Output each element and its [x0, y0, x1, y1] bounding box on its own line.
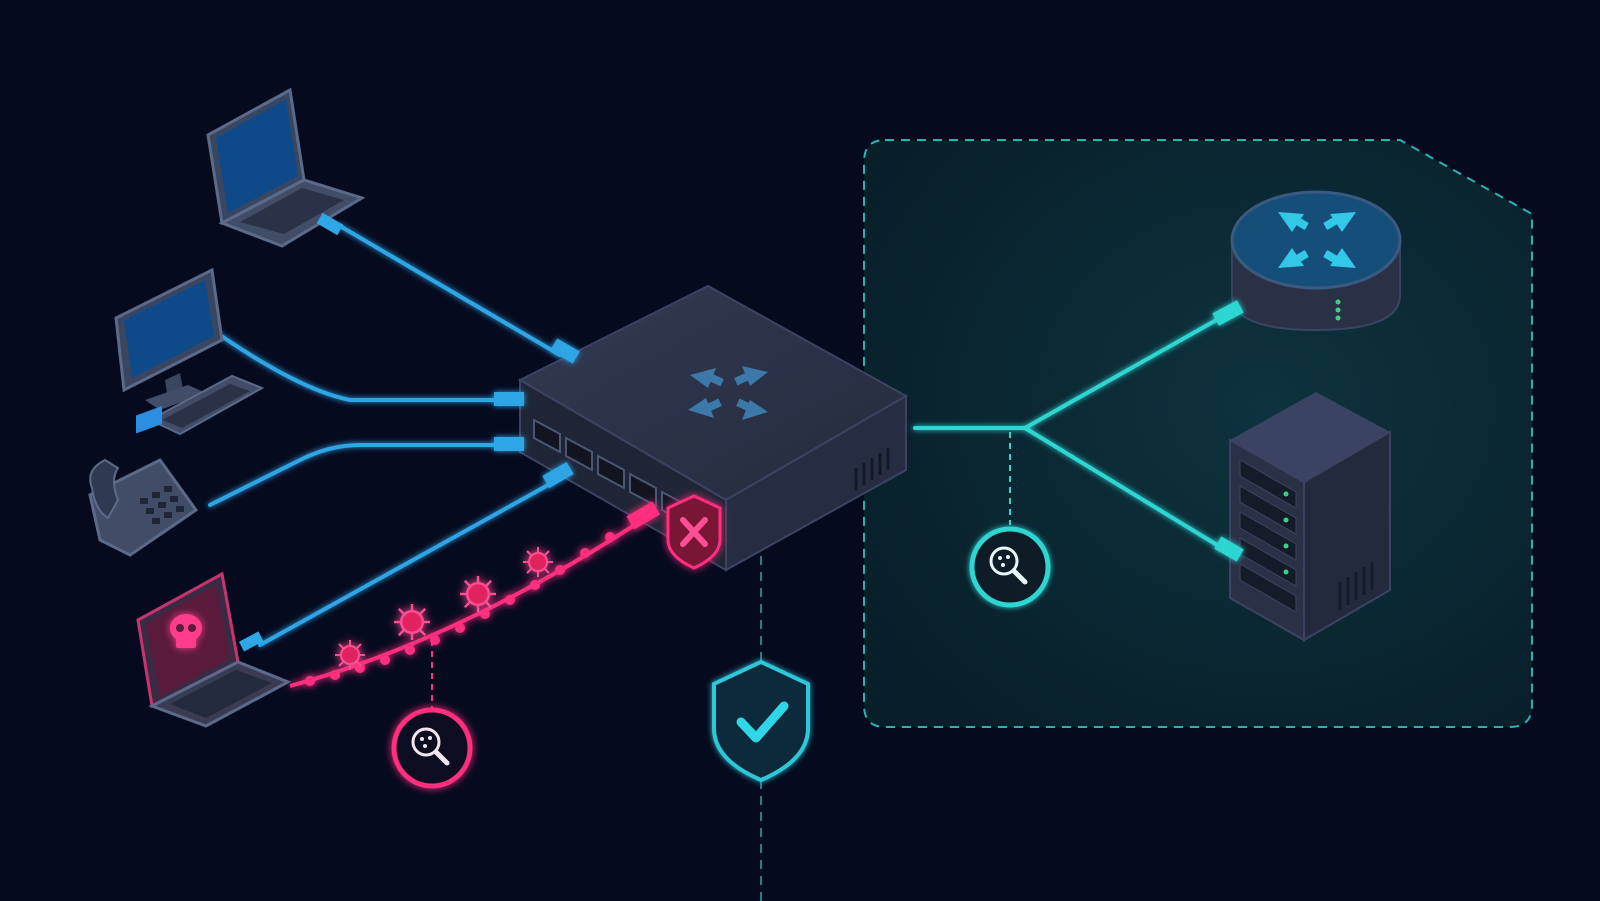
connector: [1214, 536, 1244, 562]
server-icon: [1214, 392, 1391, 642]
desktop-icon: [114, 267, 265, 436]
cable-laptop-2: [258, 482, 552, 647]
magnifier-virus-icon: [989, 546, 1028, 585]
virus-icons: [335, 547, 553, 670]
connector: [238, 631, 264, 652]
laptop-icon: [206, 87, 366, 248]
router-icon: [1212, 190, 1402, 332]
cable-desktop: [218, 333, 502, 402]
uplink-inspection: [969, 432, 1051, 608]
virus-icon: [523, 547, 553, 577]
trusted-cables: [208, 224, 562, 647]
cable-server: [1023, 426, 1224, 550]
connector: [1212, 300, 1244, 326]
compromised-laptop: [136, 571, 292, 728]
threat-connector: [626, 501, 660, 530]
shield-check-icon: [712, 659, 810, 783]
virus-icon: [459, 575, 497, 613]
phone-icon: [88, 406, 199, 557]
cable-laptop: [338, 224, 562, 357]
threat-cable: [289, 513, 652, 688]
switch-arrows-icon: [688, 366, 768, 420]
cable-phone: [208, 443, 502, 507]
virus-icon: [393, 603, 431, 641]
connector: [316, 212, 344, 236]
virus-icon: [335, 640, 365, 670]
secure-zone: [863, 139, 1533, 728]
threat-inspection: [391, 640, 473, 789]
uplink-cables: [913, 316, 1224, 550]
network-switch: [494, 284, 909, 572]
shield-x-icon: [666, 494, 722, 570]
router-arrows-icon: [1278, 212, 1356, 268]
skull-icon: [170, 614, 202, 648]
magnifier-virus-icon: [411, 727, 450, 766]
